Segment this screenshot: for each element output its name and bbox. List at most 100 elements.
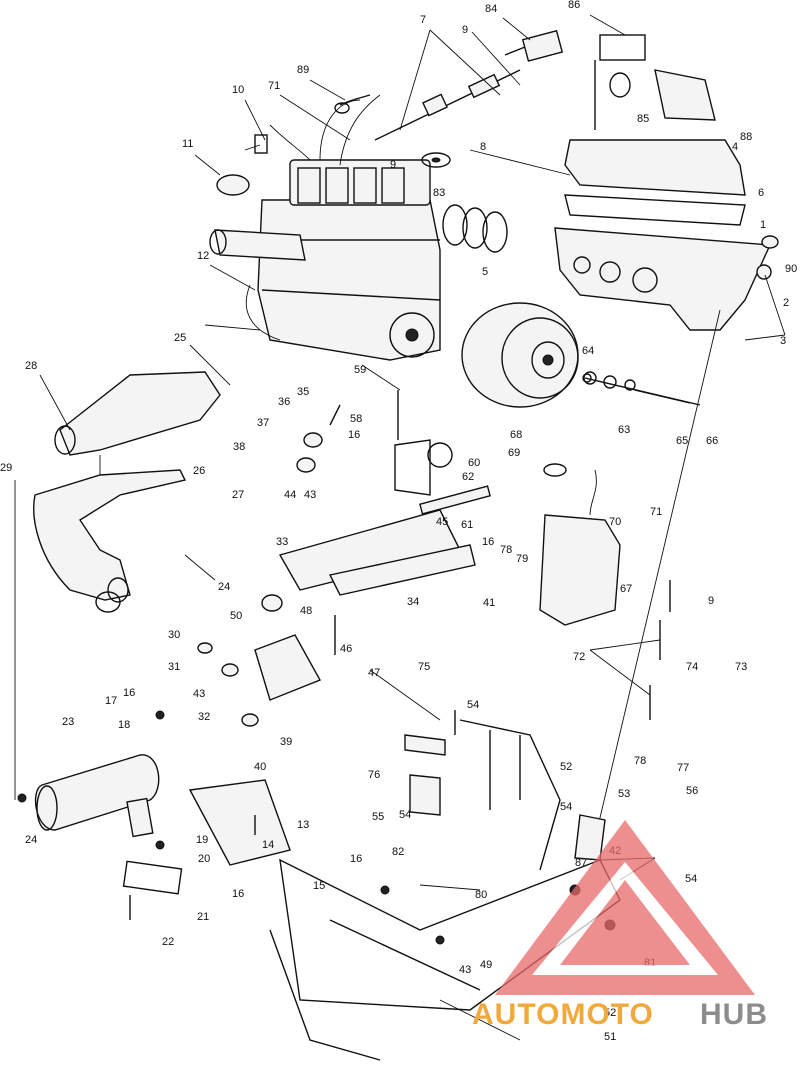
callout: 76 <box>368 769 380 781</box>
callout: 69 <box>508 447 520 459</box>
callout: 38 <box>233 441 245 453</box>
drive-clutch <box>461 302 701 408</box>
callout: 19 <box>196 834 208 846</box>
callout: 43 <box>304 489 316 501</box>
callout: 9 <box>462 24 468 36</box>
grommets <box>756 235 779 280</box>
callout: 84 <box>485 3 497 15</box>
callout: 56 <box>686 785 698 797</box>
callout: 26 <box>193 465 205 477</box>
exhaust-pipe-28 <box>54 371 221 456</box>
callout: 83 <box>433 187 445 199</box>
callout: 32 <box>198 711 210 723</box>
callout: 72 <box>573 651 585 663</box>
callout: 66 <box>706 435 718 447</box>
callout: 6 <box>758 187 764 199</box>
muffler <box>34 754 160 838</box>
callout: 22 <box>162 936 174 948</box>
callout: 55 <box>372 811 384 823</box>
callout: 52 <box>604 1007 616 1019</box>
callout: 16 <box>123 687 135 699</box>
callout: 11 <box>182 138 193 150</box>
callout: 15 <box>313 880 325 892</box>
callout: 78 <box>500 544 512 556</box>
callout: 24 <box>218 581 230 593</box>
callout: 68 <box>510 429 522 441</box>
callout: 64 <box>582 345 594 357</box>
callout: 46 <box>340 643 352 655</box>
air-box <box>554 34 772 331</box>
callout: 54 <box>560 801 572 813</box>
callout: 4 <box>732 141 738 153</box>
callout: 34 <box>407 596 419 608</box>
callout: 37 <box>257 417 269 429</box>
callout: 23 <box>62 716 74 728</box>
callout: 75 <box>418 661 430 673</box>
callout: 79 <box>516 553 528 565</box>
callout: 65 <box>676 435 688 447</box>
callout: 62 <box>462 471 474 483</box>
callout: 71 <box>650 506 662 518</box>
callout: 14 <box>262 839 274 851</box>
callout: 51 <box>604 1031 616 1043</box>
callout: 90 <box>785 263 797 275</box>
callout: 87 <box>575 857 587 869</box>
callout: 28 <box>25 360 37 372</box>
callout: 48 <box>300 605 312 617</box>
callout: 1 <box>760 219 766 231</box>
callout: 16 <box>350 853 362 865</box>
engine-block <box>209 159 441 361</box>
callout: 88 <box>740 131 752 143</box>
callout: 33 <box>276 536 288 548</box>
callout: 44 <box>284 489 296 501</box>
throttle-cable <box>374 29 564 141</box>
watermark-text-a: AUTOMOTO <box>472 998 654 1031</box>
callout: 35 <box>297 386 309 398</box>
callout: 41 <box>483 597 495 609</box>
callout: 63 <box>618 424 630 436</box>
callout: 60 <box>468 457 480 469</box>
callout: 31 <box>168 661 180 673</box>
watermark-text-b: HUB <box>700 998 768 1031</box>
callout: 16 <box>482 536 494 548</box>
callout: 2 <box>783 297 789 309</box>
callout: 70 <box>609 516 621 528</box>
callout: 8 <box>480 141 486 153</box>
callout: 30 <box>168 629 180 641</box>
callout: 67 <box>620 583 632 595</box>
callout: 54 <box>685 873 697 885</box>
callout: 16 <box>232 888 244 900</box>
callout: 89 <box>297 64 309 76</box>
callout: 29 <box>0 462 12 474</box>
wiring <box>269 94 381 166</box>
callout-labels: 84 86 7 9 89 71 10 11 9 8 83 85 88 4 6 1… <box>0 0 797 1043</box>
callout: 43 <box>193 688 205 700</box>
callout: 24 <box>25 834 37 846</box>
callout: 58 <box>350 413 362 425</box>
callout: 73 <box>735 661 747 673</box>
callout: 61 <box>461 519 473 531</box>
callout: 50 <box>230 610 242 622</box>
callout: 9 <box>390 159 396 171</box>
watermark-text: AUTOMOTO HUB <box>472 998 768 1031</box>
callout: 59 <box>354 364 366 376</box>
oil-tank <box>539 463 621 626</box>
callout: 27 <box>232 489 244 501</box>
callout: 43 <box>459 964 471 976</box>
callout: 9 <box>708 595 714 607</box>
callout: 12 <box>197 250 209 262</box>
ignition-switch <box>216 134 268 196</box>
callout: 17 <box>105 695 117 707</box>
watermark-triangle-inner <box>560 880 690 965</box>
callout: 25 <box>174 332 186 344</box>
callout: 16 <box>348 429 360 441</box>
intake-boot <box>421 152 508 253</box>
callout: 49 <box>480 959 492 971</box>
callout: 5 <box>482 266 488 278</box>
engine-mounts <box>188 432 491 866</box>
callout: 7 <box>420 14 426 26</box>
callout: 85 <box>637 113 649 125</box>
watermark-logo <box>495 820 755 995</box>
